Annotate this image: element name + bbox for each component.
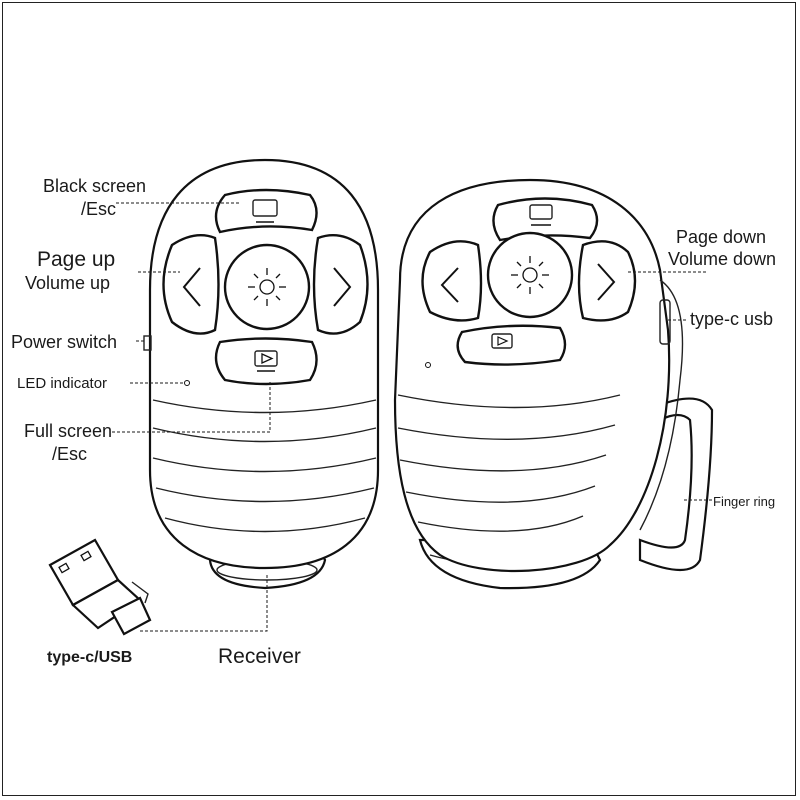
angled-center-button[interactable]	[486, 231, 574, 319]
leader-lines	[112, 202, 712, 632]
label-power-switch: Power switch	[11, 332, 117, 352]
label-black-screen: Black screen	[43, 176, 146, 196]
angled-page-up-button[interactable]	[421, 240, 483, 322]
label-type-c-usb: type-c usb	[690, 309, 773, 329]
remote-front-view	[143, 158, 380, 590]
sun-icon	[248, 268, 286, 306]
black-screen-button[interactable]	[214, 188, 318, 234]
label-volume-down: Volume down	[668, 249, 776, 269]
chevron-right-icon	[333, 267, 352, 307]
page-down-button-front[interactable]	[312, 234, 369, 335]
label-receiver: Receiver	[218, 645, 301, 668]
type-c-port	[659, 299, 671, 345]
chevron-right-icon	[597, 263, 616, 301]
page-down-button[interactable]	[577, 240, 637, 322]
led-indicator	[184, 380, 190, 386]
label-volume-up: Volume up	[25, 273, 110, 293]
remote-angled-view	[393, 178, 714, 590]
labels: Black screen /Esc Page up Volume up Powe…	[11, 176, 776, 668]
label-led-indicator: LED indicator	[17, 375, 107, 392]
grip-ribs	[152, 399, 377, 533]
page-up-button[interactable]	[162, 234, 220, 335]
label-black-screen-esc: /Esc	[81, 199, 116, 219]
chevron-left-icon	[182, 267, 201, 307]
angled-grip-ribs	[397, 394, 621, 532]
label-finger-ring: Finger ring	[713, 494, 775, 509]
usb-c-plug	[110, 596, 152, 636]
sun-icon	[511, 256, 549, 294]
label-full-screen: Full screen	[24, 421, 112, 441]
label-page-up: Page up	[37, 248, 115, 271]
finger-ring	[638, 397, 714, 571]
screen-icon	[252, 199, 278, 217]
label-page-down: Page down	[676, 227, 766, 247]
label-type-c-usb-adapter: type-c/USB	[47, 649, 132, 666]
label-full-screen-esc: /Esc	[52, 444, 87, 464]
center-laser-button[interactable]	[223, 243, 311, 331]
usb-typec-adapter	[48, 538, 152, 636]
play-screen-icon	[254, 350, 278, 367]
power-switch[interactable]	[143, 335, 152, 351]
